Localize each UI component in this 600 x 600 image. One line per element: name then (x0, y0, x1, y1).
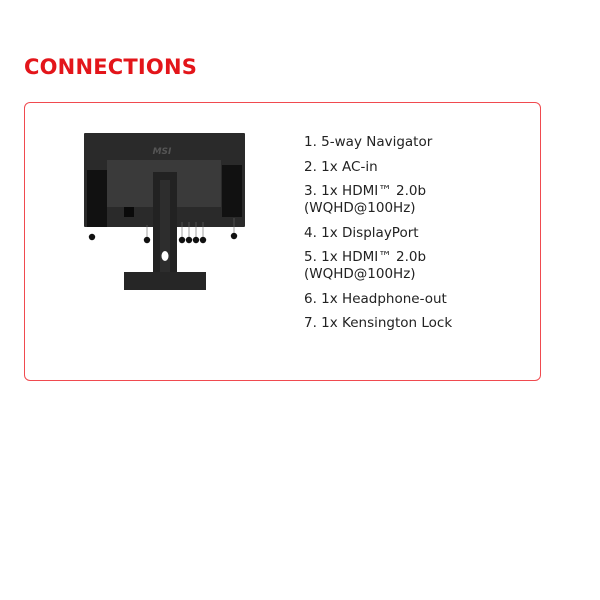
item-text: 3. 1x HDMI™ 2.0b (304, 183, 427, 199)
callout-2 (143, 236, 151, 244)
list-item: 5. 1x HDMI™ 2.0b(WQHD@100Hz) (304, 249, 452, 283)
item-text-sub: (WQHD@100Hz) (304, 200, 416, 216)
stand-base (124, 272, 206, 290)
list-item: 2. 1x AC-in (304, 159, 452, 176)
connections-list: 1. 5-way Navigator 2. 1x AC-in 3. 1x HDM… (304, 134, 452, 340)
item-text: 2. 1x AC-in (304, 158, 378, 175)
item-text: 6. 1x Headphone-out (304, 290, 447, 307)
item-text: 7. 1x Kensington Lock (304, 315, 453, 331)
connections-panel (24, 102, 541, 381)
callout-6 (199, 236, 207, 244)
item-text: 4. 1x DisplayPort (304, 224, 419, 241)
list-item: 7. 1x Kensington Lock (304, 315, 452, 332)
section-title: CONNECTIONS (24, 55, 198, 79)
callout-5 (192, 236, 200, 244)
msi-logo: MSI (153, 147, 172, 157)
callout-1 (88, 233, 96, 241)
item-text-sub: (WQHD@100Hz) (304, 266, 416, 282)
list-item: 1. 5-way Navigator (304, 134, 452, 151)
callout-7 (230, 232, 238, 240)
callout-3 (178, 236, 186, 244)
item-text: 1. 5-way Navigator (304, 134, 433, 150)
list-item: 3. 1x HDMI™ 2.0b(WQHD@100Hz) (304, 183, 452, 217)
item-text: 5. 1x HDMI™ 2.0b (304, 249, 427, 265)
callout-4 (185, 236, 193, 244)
monitor-rear-image: MSI (84, 133, 245, 290)
list-item: 6. 1x Headphone-out (304, 291, 452, 308)
list-item: 4. 1x DisplayPort (304, 225, 452, 242)
